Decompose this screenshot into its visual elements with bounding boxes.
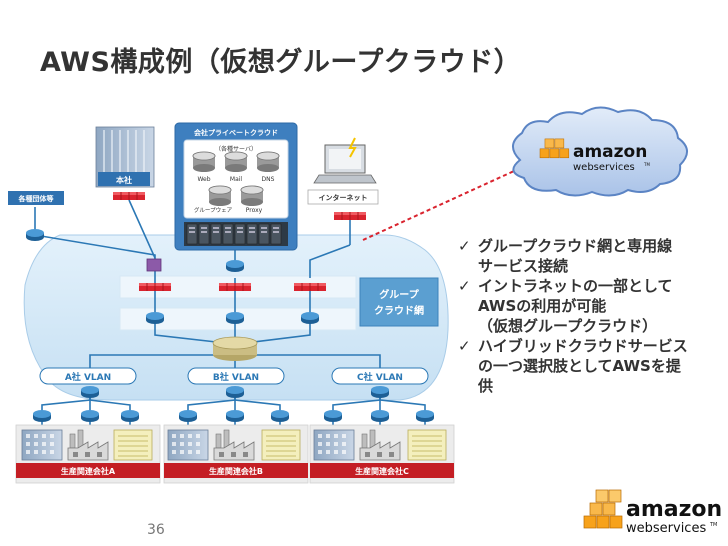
servers-label: （各種サーバ） — [215, 145, 257, 153]
server-name-proxy: Proxy — [246, 207, 263, 214]
company-label-b: 生産関連会社B — [209, 466, 263, 476]
company-group-c: 生産関連会社C — [309, 424, 455, 484]
organizations-label: 各種団体等 — [18, 194, 54, 203]
bullet-3-line-1: ハイブリッドクラウドサービス — [478, 337, 688, 355]
central-hub — [212, 336, 258, 361]
laptop-icon — [313, 137, 377, 184]
group-cloud-label: グループ — [379, 288, 419, 301]
switch-icon — [146, 312, 164, 324]
bullet-2: ✓ イントラネットの一部として AWSの利用が可能 （仮想グループクラウド） — [458, 276, 720, 336]
aws-logo-tm: TM — [643, 162, 650, 167]
bullet-3: ✓ ハイブリッドクラウドサービス の一つ選択肢としてAWSを提 供 — [458, 336, 720, 396]
server-name-groupware: グループウェア — [194, 206, 233, 214]
server-name-dns: DNS — [262, 176, 275, 183]
aws-cubes-icon — [583, 489, 623, 529]
aws-logo: amazon webservices TM — [583, 489, 722, 536]
switch-icon — [226, 386, 244, 398]
switch-icon — [226, 260, 244, 272]
internet-label: インターネット — [319, 193, 368, 202]
switch-icon — [371, 386, 389, 398]
aws-dashed-link — [362, 165, 526, 241]
vlan-label-a: A社 VLAN — [65, 371, 111, 383]
switch-icon — [301, 312, 319, 324]
document-icon — [113, 429, 153, 461]
building-icon — [167, 429, 209, 461]
check-icon: ✓ — [458, 237, 471, 255]
bullet-3-line-2: の一つ選択肢としてAWSを提 — [478, 357, 681, 375]
router-icon — [138, 282, 172, 292]
hub-device — [146, 258, 162, 272]
router-icon — [293, 282, 327, 292]
aws-logo-bottom-sub: webservices — [626, 521, 706, 536]
headquarters-label: 本社 — [115, 175, 132, 185]
company-label-a: 生産関連会社A — [61, 466, 116, 476]
aws-logo-word: amazon — [573, 142, 647, 162]
switch-icon — [226, 312, 244, 324]
bullet-1-line-2: サービス接続 — [478, 257, 569, 275]
bullet-3-line-3: 供 — [478, 377, 494, 395]
page-number: 36 — [147, 522, 165, 538]
vlan-label-c: C社 VLAN — [357, 371, 403, 383]
private-cloud-label: 会社プライベートクラウド — [194, 128, 278, 137]
server-name-web: Web — [197, 176, 210, 183]
aws-logo-sub: webservices — [573, 162, 635, 173]
bullet-2-line-1: イントラネットの一部として — [478, 277, 673, 295]
check-icon: ✓ — [458, 277, 471, 295]
bullet-2-line-3: （仮想グループクラウド） — [478, 317, 658, 335]
bullet-1-line-1: グループクラウド網と専用線 — [478, 237, 673, 255]
document-icon — [407, 429, 447, 461]
document-icon — [261, 429, 301, 461]
building-icon — [313, 429, 355, 461]
group-cloud-label-line2: クラウド網 — [374, 304, 424, 317]
switch-icon — [81, 386, 99, 398]
aws-logo-bottom-word: amazon — [626, 497, 722, 522]
router-icon — [218, 282, 252, 292]
vlan-label-b: B社 VLAN — [213, 371, 259, 383]
router-icon — [333, 211, 367, 221]
company-group-a: 生産関連会社A — [15, 424, 161, 484]
bullet-2-line-2: AWSの利用が可能 — [478, 297, 607, 315]
slide-title: AWS構成例（仮想グループクラウド） — [40, 47, 522, 78]
building-icon — [21, 429, 63, 461]
aws-logo-cloud: amazon webservices TM — [539, 138, 650, 173]
bullet-1: ✓ グループクラウド網と専用線 サービス接続 — [458, 236, 720, 276]
company-label-c: 生産関連会社C — [355, 466, 409, 476]
check-icon: ✓ — [458, 337, 471, 355]
company-group-b: 生産関連会社B — [163, 424, 309, 484]
router-icon — [112, 191, 146, 201]
switch-icon — [33, 410, 434, 422]
switch-icon — [26, 229, 44, 241]
server-name-mail: Mail — [230, 176, 243, 183]
aws-logo-bottom-tm: TM — [709, 522, 717, 528]
cloud-icon — [512, 106, 688, 197]
